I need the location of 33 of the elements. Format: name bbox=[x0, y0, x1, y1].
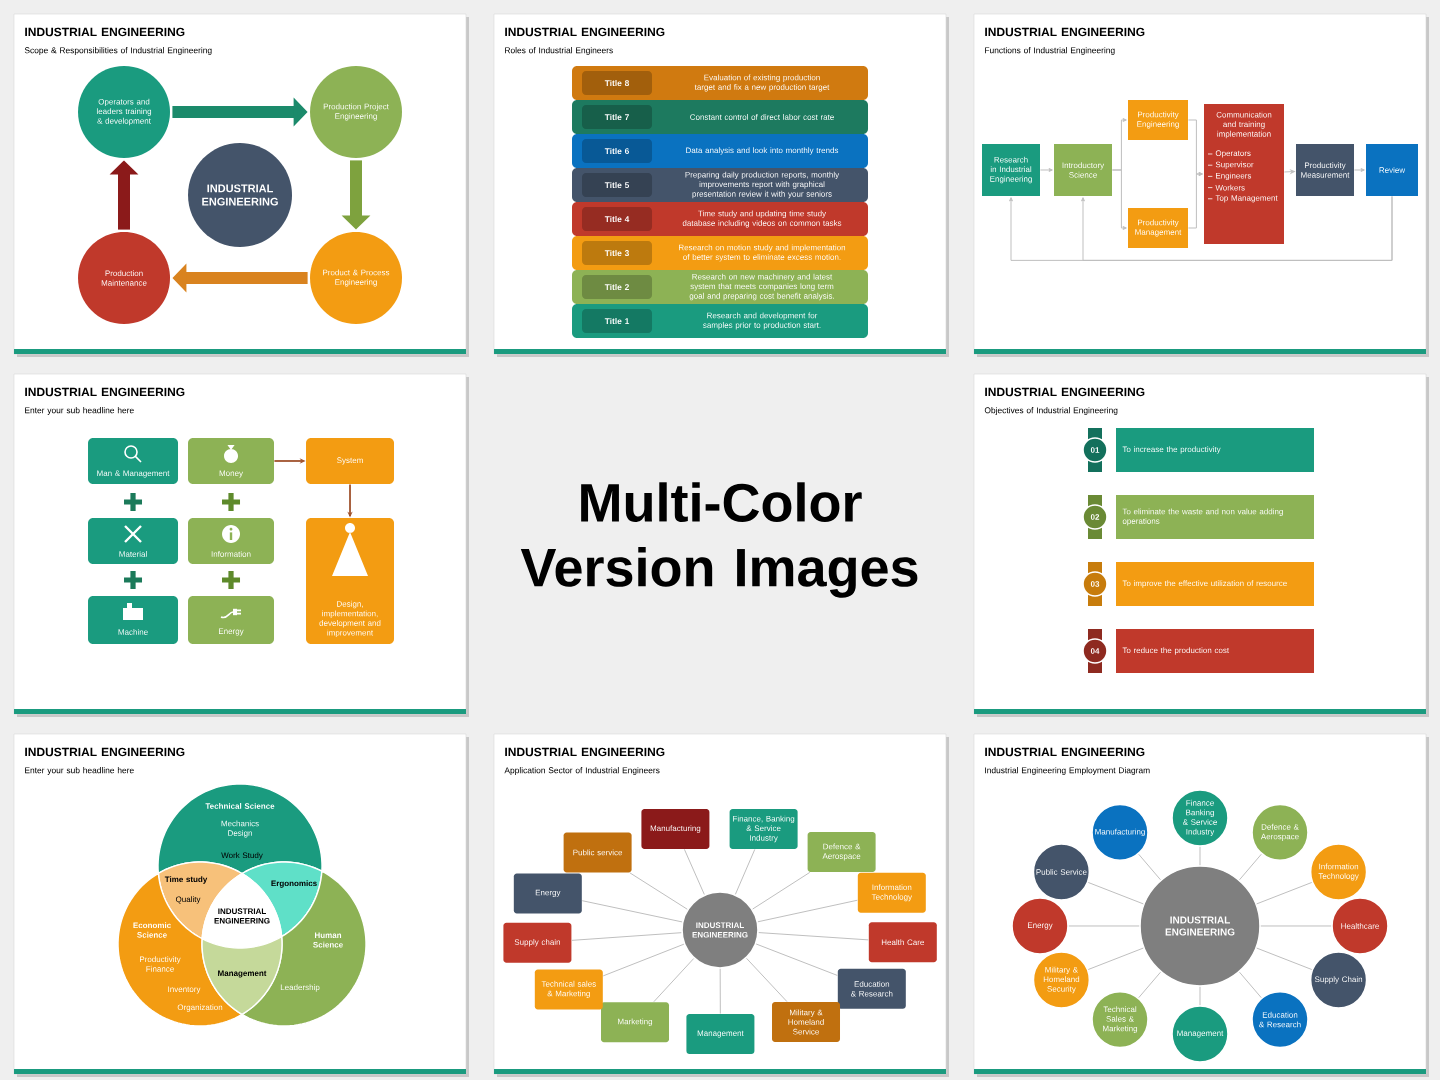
connector-line bbox=[734, 848, 756, 895]
headline-text: Multi-Color Version Images bbox=[520, 482, 918, 598]
arrow bbox=[1353, 168, 1365, 172]
connector-line bbox=[683, 848, 705, 895]
connector-line bbox=[1087, 947, 1144, 971]
connector-line bbox=[629, 872, 688, 910]
arrow bbox=[1283, 169, 1295, 174]
connector-line bbox=[1256, 947, 1313, 971]
connector-line bbox=[757, 899, 858, 923]
connector-line bbox=[653, 958, 695, 1003]
connector-line bbox=[719, 968, 721, 1015]
arrow bbox=[1187, 119, 1203, 176]
connector-line bbox=[752, 871, 811, 910]
connector-line bbox=[602, 943, 685, 977]
connector-line bbox=[1239, 971, 1262, 999]
connector-line bbox=[755, 943, 838, 976]
arrow bbox=[1081, 195, 1393, 261]
connector-line bbox=[581, 900, 683, 923]
connector-line bbox=[1256, 881, 1313, 905]
connector-line bbox=[1199, 846, 1201, 866]
connector-line bbox=[1138, 853, 1161, 881]
arrow bbox=[1039, 168, 1053, 172]
connector-line bbox=[1087, 881, 1144, 905]
arrow bbox=[1187, 172, 1203, 229]
connector-line bbox=[746, 957, 788, 1003]
connector-line bbox=[1068, 925, 1140, 927]
connector-line bbox=[1260, 925, 1332, 927]
arrow bbox=[1111, 169, 1127, 230]
connector-line bbox=[1199, 986, 1201, 1006]
connector-line bbox=[571, 932, 682, 941]
connector-line bbox=[1239, 853, 1262, 881]
connector-line bbox=[758, 932, 869, 941]
connector-line bbox=[1138, 971, 1161, 999]
